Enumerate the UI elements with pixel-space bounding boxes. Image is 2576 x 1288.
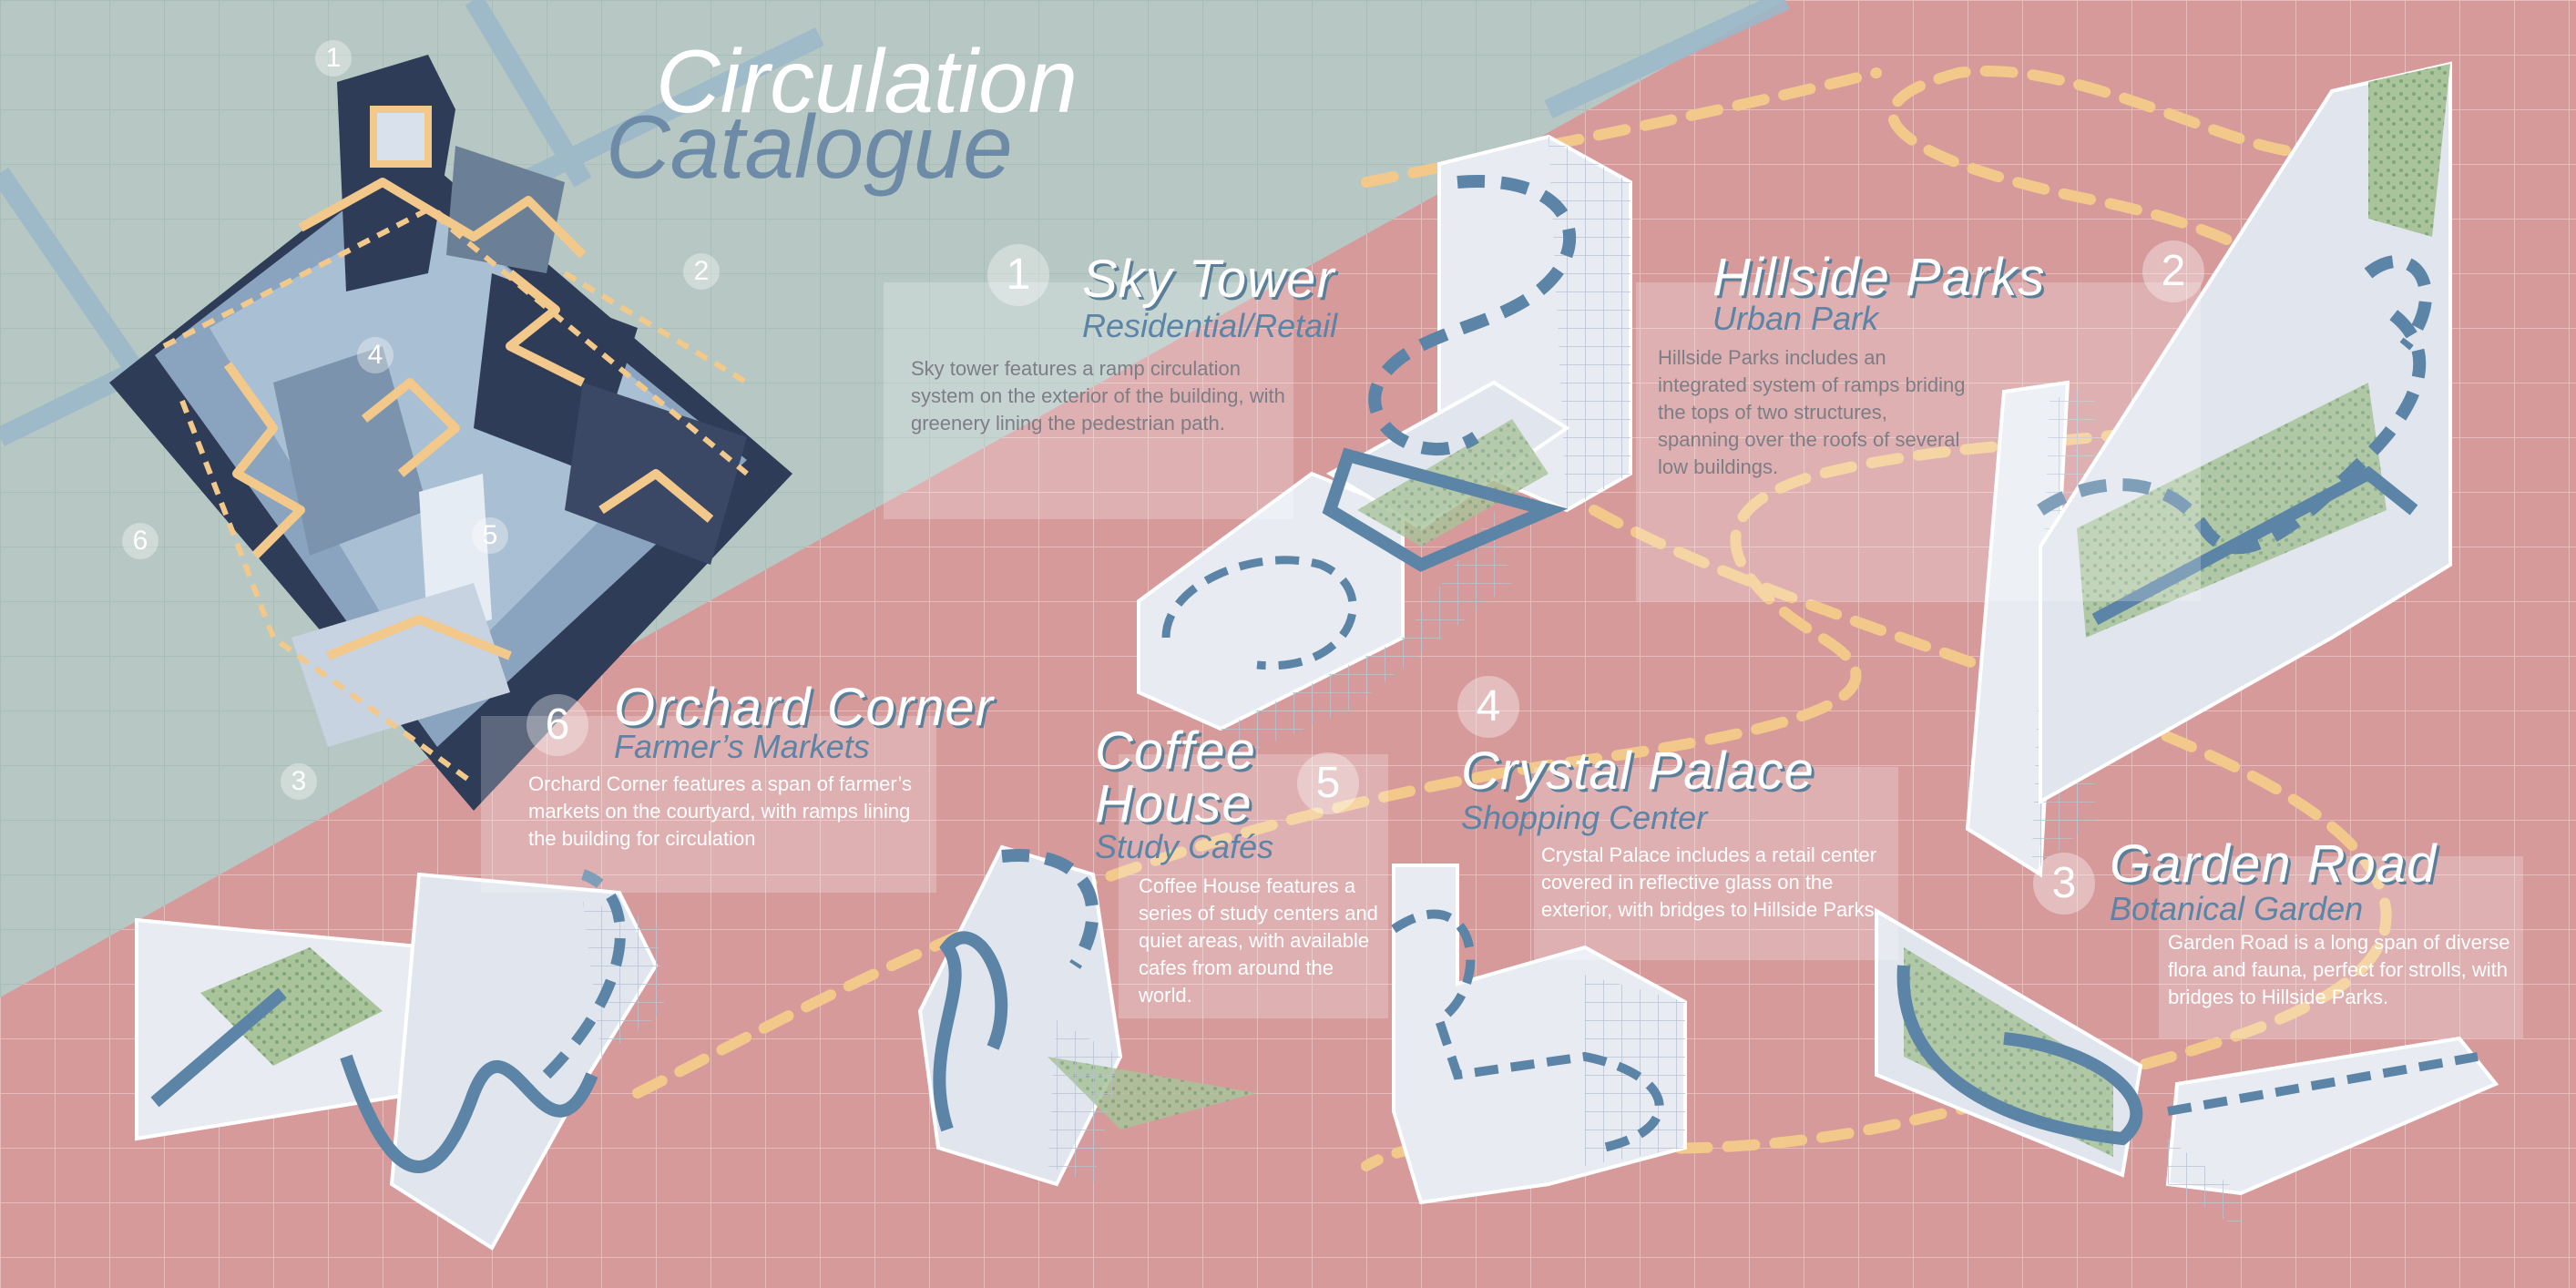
- sky-tower-description: Sky tower features a ramp circulation sy…: [911, 357, 1285, 434]
- site-marker-6: 6: [122, 523, 158, 559]
- orchard-corner-drawing: [135, 869, 665, 1251]
- crystal-palace-panel: [1534, 767, 1898, 960]
- main-title-line2: Catalogue: [606, 97, 1013, 197]
- coffee-house-description: Coffee House features a series of study …: [1139, 874, 1378, 1007]
- hillside-parks-number: 2: [2142, 240, 2204, 302]
- orchard-corner-number: 6: [526, 694, 588, 756]
- garden-road-drawing: [1875, 907, 2499, 1230]
- garden-road-description: Garden Road is a long span of diverse fl…: [2168, 931, 2510, 1008]
- site-marker-4: 4: [357, 337, 394, 373]
- crystal-palace-drawing: [1391, 864, 1687, 1205]
- orchard-corner-subtitle: Farmer’s Markets: [614, 728, 870, 765]
- coffee-house-drawing: [917, 844, 1257, 1187]
- site-marker-5: 5: [472, 517, 508, 554]
- hillside-parks-description: Hillside Parks includes an integrated sy…: [1658, 346, 1966, 478]
- crystal-palace-number: 4: [1457, 676, 1519, 738]
- sky-tower-title: Sky Tower: [1082, 250, 1335, 309]
- hillside-parks-drawing: [1965, 61, 2452, 878]
- sky-tower-drawing: [1137, 134, 1632, 756]
- site-marker-1: 1: [315, 40, 352, 77]
- coffee-house-subtitle: Study Cafés: [1095, 828, 1274, 865]
- coffee-house-title-line1: Coffee: [1095, 721, 1256, 781]
- garden-road-number: 3: [2033, 853, 2095, 915]
- hillside-parks-panel: [1636, 282, 2201, 601]
- garden-road-title: Garden Road: [2110, 834, 2438, 894]
- orchard-corner-description: Orchard Corner features a span of farmer…: [528, 772, 913, 850]
- coffee-house-panel: [1119, 754, 1388, 1018]
- hillside-parks-title: Hillside Parks: [1712, 248, 2046, 307]
- hillside-parks-subtitle: Urban Park: [1712, 300, 1879, 337]
- orchard-corner-title: Orchard Corner: [614, 678, 994, 737]
- crystal-palace-description: Crystal Palace includes a retail center …: [1541, 843, 1877, 921]
- sky-tower-number: 1: [987, 244, 1049, 306]
- site-marker-2: 2: [683, 253, 720, 290]
- garden-road-subtitle: Botanical Garden: [2110, 890, 2364, 927]
- garden-road-panel: [2159, 856, 2523, 1038]
- sky-tower-panel: [884, 282, 1293, 519]
- coffee-house-number: 5: [1297, 752, 1359, 814]
- coffee-house-title-line2: House: [1095, 774, 1252, 833]
- main-title-line1: Circulation: [656, 31, 1078, 131]
- crystal-palace-subtitle: Shopping Center: [1461, 799, 1708, 836]
- crystal-palace-title: Crystal Palace: [1461, 741, 1814, 801]
- site-marker-3: 3: [281, 763, 317, 800]
- orchard-corner-panel: [481, 716, 936, 893]
- sky-tower-subtitle: Residential/Retail: [1082, 307, 1338, 344]
- site-plan-drawing: [109, 55, 792, 811]
